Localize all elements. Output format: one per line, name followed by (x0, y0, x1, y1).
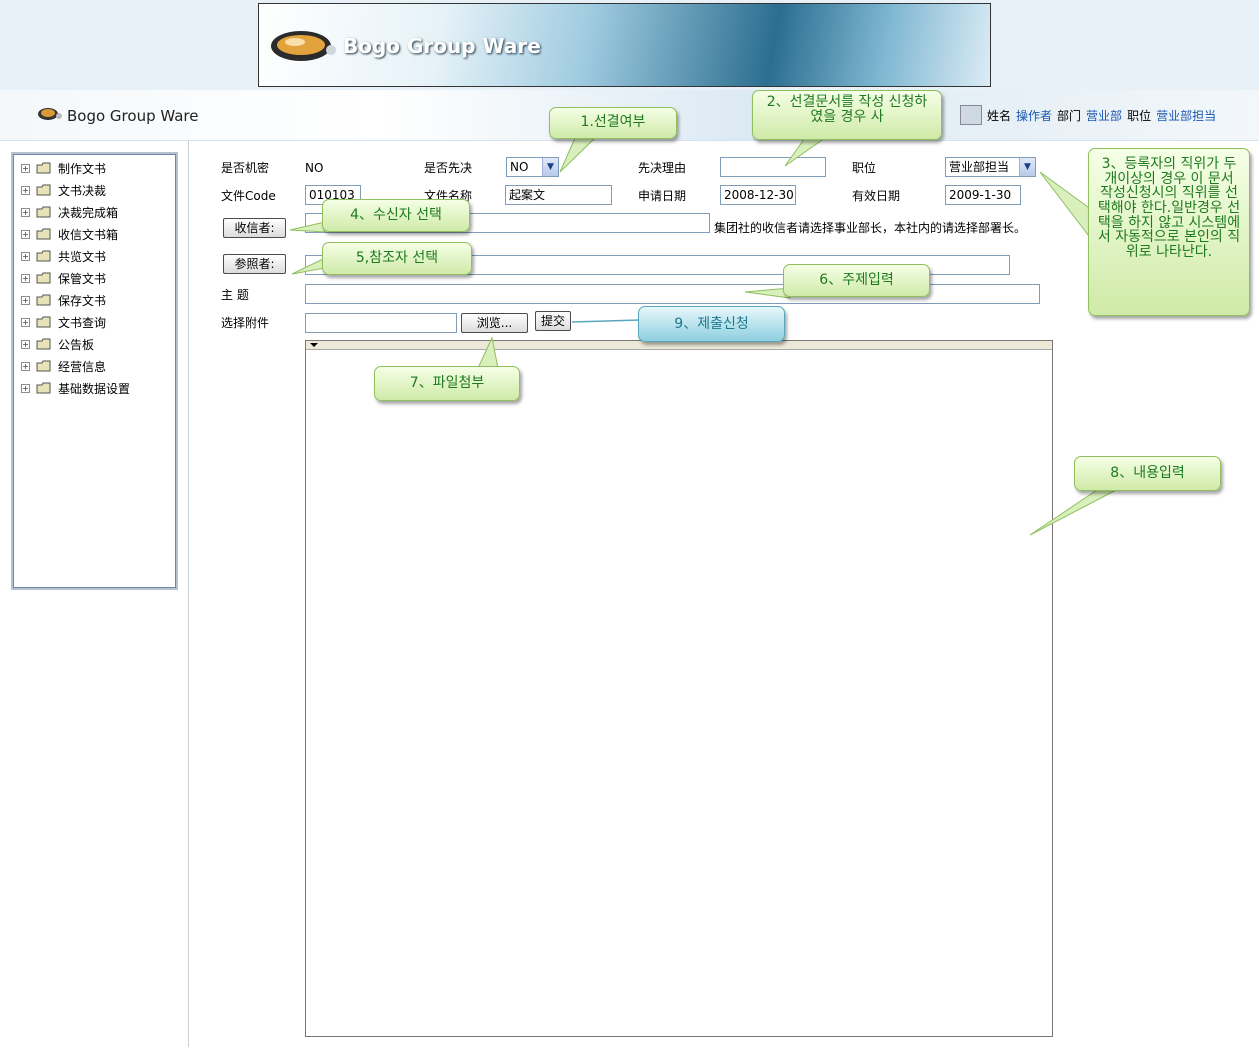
expand-icon[interactable]: + (21, 207, 30, 217)
callout-8: 8、내용입력 (1074, 456, 1221, 491)
attach-label: 选择附件 (221, 316, 270, 330)
apply-date-input[interactable]: 2008-12-30 (720, 185, 796, 205)
sidebar-item-label: 公告板 (58, 337, 95, 352)
callout-1: 1.선결여부 (549, 107, 677, 139)
banner: Bogo Group Ware (258, 3, 991, 87)
confidential-label: 是否机密 (221, 161, 270, 175)
browse-button[interactable]: 浏览... (461, 313, 528, 333)
priority-select-value: NO (510, 160, 529, 174)
folder-icon (36, 228, 51, 240)
user-name-link[interactable]: 操作者 (1016, 108, 1053, 123)
confidential-value: NO (305, 161, 324, 175)
priority-label: 是否先决 (424, 161, 473, 175)
sidebar-item-label: 保管文书 (58, 271, 107, 286)
reason-label: 先决理由 (638, 161, 687, 175)
attach-input[interactable] (305, 313, 457, 333)
app-logo-icon (38, 108, 62, 120)
sidebar-item-label: 经营信息 (58, 359, 107, 374)
callout-9: 9、제출신청 (638, 306, 785, 342)
sidebar-item[interactable]: + 制作文书 (13, 157, 176, 179)
reference-button[interactable]: 参照者: (223, 254, 286, 274)
expand-icon[interactable]: + (21, 317, 30, 327)
folder-icon (36, 360, 51, 372)
recipient-button[interactable]: 收信者: (223, 218, 286, 238)
position-select-value: 营业部担当 (949, 160, 1010, 174)
expand-icon[interactable]: + (21, 163, 30, 173)
expand-icon[interactable]: + (21, 229, 30, 239)
sidebar-item-label: 收信文书箱 (58, 227, 119, 242)
sidebar-tree: + 制作文书 + 文书决裁 + 决裁完成箱 + 收信文书箱 + 共览文书 + 保管文书 + 保… (11, 152, 178, 590)
reason-input[interactable] (720, 157, 826, 177)
folder-icon (36, 184, 51, 196)
sidebar-item-label: 制作文书 (58, 161, 107, 176)
code-label: 文件Code (221, 189, 276, 203)
position-label: 职位 (852, 161, 877, 175)
document-name-input[interactable]: 起案文 (505, 185, 612, 205)
folder-icon (36, 206, 51, 218)
expand-icon[interactable]: + (21, 339, 30, 349)
sidebar (0, 141, 189, 1047)
sidebar-item[interactable]: + 收信文书箱 (13, 223, 176, 245)
sidebar-item[interactable]: + 保管文书 (13, 267, 176, 289)
chevron-down-icon[interactable]: ▼ (1019, 158, 1035, 176)
submit-button[interactable]: 提交 (535, 311, 571, 331)
expand-icon[interactable]: + (21, 295, 30, 305)
valid-date-input[interactable]: 2009-1-30 (945, 185, 1021, 205)
sidebar-item-label: 基础数据设置 (58, 381, 131, 396)
app-name: Bogo Group Ware (67, 107, 199, 125)
sidebar-item-label: 保存文书 (58, 293, 107, 308)
subject-label: 主 题 (221, 288, 249, 302)
folder-icon (36, 382, 51, 394)
sidebar-item[interactable]: + 保存文书 (13, 289, 176, 311)
valid-date-label: 有效日期 (852, 189, 901, 203)
folder-icon (36, 338, 51, 350)
folder-icon (36, 250, 51, 262)
expand-icon[interactable]: + (21, 383, 30, 393)
goggles-logo-icon (271, 31, 336, 61)
expand-icon[interactable]: + (21, 251, 30, 261)
user-dept-link[interactable]: 营业部 (1086, 108, 1123, 123)
sidebar-item-label: 文书决裁 (58, 183, 107, 198)
user-dept-label: 部门 (1057, 108, 1082, 123)
chevron-down-icon[interactable]: ▼ (542, 158, 558, 176)
sidebar-item-label: 文书查询 (58, 315, 107, 330)
folder-icon (36, 316, 51, 328)
sidebar-item[interactable]: + 决裁完成箱 (13, 201, 176, 223)
user-avatar-icon (960, 105, 982, 125)
callout-5: 5,참조자 선택 (322, 242, 472, 275)
user-info: 姓名 操作者 部门 营业部 职位 营业部担当 (960, 105, 1216, 125)
folder-icon (36, 294, 51, 306)
sidebar-item-label: 决裁完成箱 (58, 205, 119, 220)
apply-date-label: 申请日期 (638, 189, 687, 203)
sidebar-item[interactable]: + 文书决裁 (13, 179, 176, 201)
sidebar-item[interactable]: + 公告板 (13, 333, 176, 355)
expand-icon[interactable]: + (21, 185, 30, 195)
recipient-note: 集团社的收信者请选择事业部长，本社内的请选择部署长。 (714, 221, 1027, 235)
priority-select[interactable]: NO ▼ (506, 157, 559, 177)
sidebar-item-label: 共览文书 (58, 249, 107, 264)
callout-7: 7、파일첨부 (374, 366, 520, 401)
banner-title: Bogo Group Ware (343, 34, 541, 58)
user-position-label: 职位 (1127, 108, 1152, 123)
callout-6: 6、주제입력 (783, 264, 930, 297)
toolbar-toggle-icon[interactable] (310, 343, 318, 347)
editor-toolbar (306, 341, 1052, 350)
callout-2: 2、선결문서를 작성 신청하였을 경우 사 (752, 90, 942, 140)
callout-3: 3、등록자의 직위가 두개이상의 경우 이 문서 작성신청시의 직위를 선택해야… (1088, 148, 1250, 316)
sidebar-item[interactable]: + 经营信息 (13, 355, 176, 377)
sidebar-item[interactable]: + 基础数据设置 (13, 377, 176, 399)
position-select[interactable]: 营业部担当 ▼ (945, 157, 1036, 177)
expand-icon[interactable]: + (21, 361, 30, 371)
user-name-label: 姓名 (987, 108, 1012, 123)
folder-icon (36, 162, 51, 174)
folder-icon (36, 272, 51, 284)
expand-icon[interactable]: + (21, 273, 30, 283)
user-position-link[interactable]: 营业部担当 (1156, 108, 1217, 123)
sidebar-item[interactable]: + 文书查询 (13, 311, 176, 333)
sidebar-item[interactable]: + 共览文书 (13, 245, 176, 267)
callout-4: 4、수신자 선택 (322, 199, 470, 232)
